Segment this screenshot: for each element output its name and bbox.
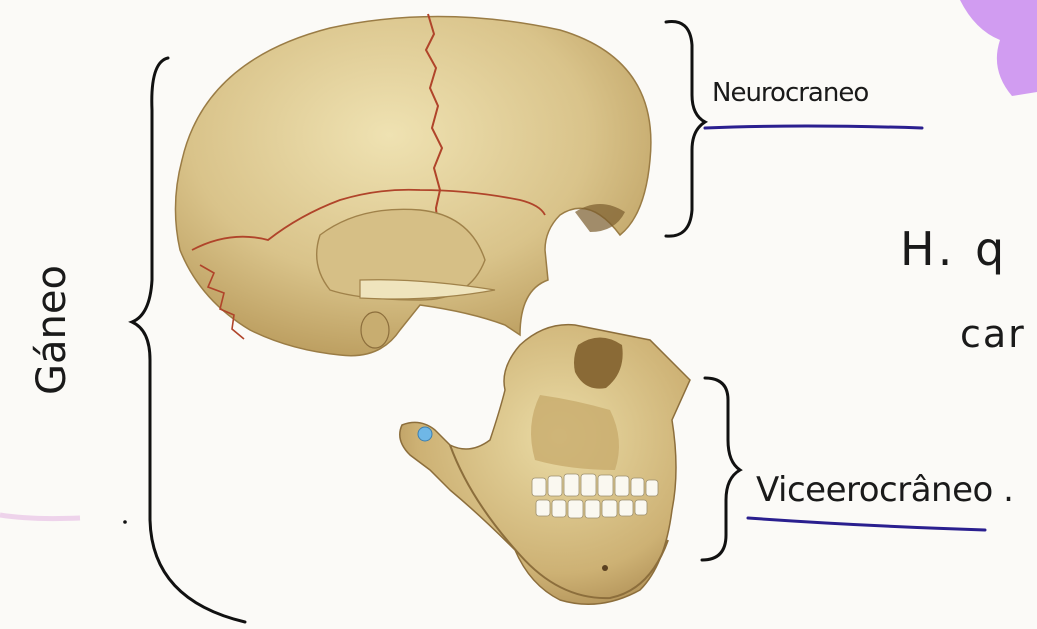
note-line-1: H. q bbox=[900, 222, 1008, 276]
viscerocranium-bone bbox=[400, 325, 690, 605]
note-line-2: car bbox=[960, 312, 1026, 356]
mastoid-process bbox=[361, 312, 389, 348]
neurocranium-bone bbox=[175, 16, 650, 355]
viscerocranium-underline bbox=[748, 518, 985, 530]
mental-foramen bbox=[602, 565, 608, 571]
viscerocranium-brace bbox=[702, 378, 740, 560]
cranium-label: Gáneo bbox=[29, 265, 75, 395]
neurocranium-brace bbox=[666, 21, 705, 236]
neurocranium-label: Neurocraneo bbox=[712, 78, 868, 108]
condyle-marker bbox=[418, 427, 432, 441]
pen-dot bbox=[123, 520, 127, 524]
highlighter-mark bbox=[960, 0, 1037, 96]
neurocranium-underline bbox=[705, 126, 922, 128]
viscerocranium-label: Viceerocrâneo . bbox=[756, 470, 1013, 510]
pink-smudge bbox=[0, 515, 80, 519]
